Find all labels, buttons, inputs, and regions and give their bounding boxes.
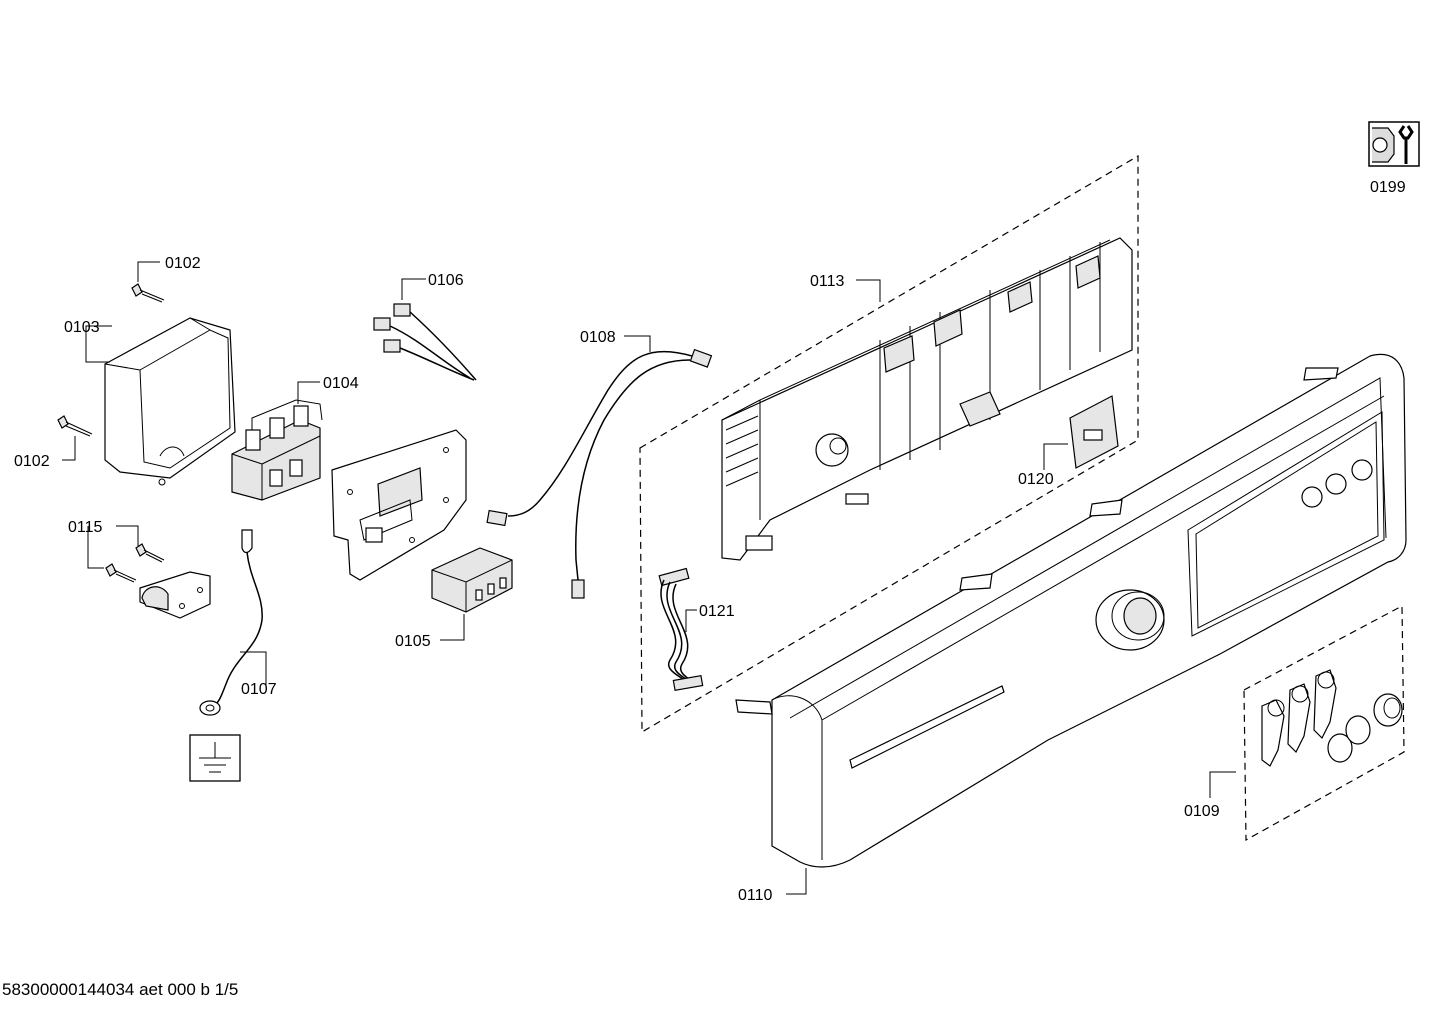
callout-0108: 0108 — [580, 329, 616, 346]
callout-0106: 0106 — [428, 272, 464, 289]
wire-harness-small — [373, 303, 477, 381]
mounting-plate — [331, 429, 467, 581]
ribbon-cable — [658, 567, 704, 692]
callout-0113: 0113 — [810, 273, 845, 290]
callout-0120: 0120 — [1018, 471, 1054, 488]
relay — [431, 547, 513, 613]
cover-box — [104, 317, 236, 486]
cable-harness — [486, 348, 713, 599]
callout-0107: 0107 — [241, 681, 277, 698]
callout-0102-bottom: 0102 — [14, 453, 50, 470]
callout-0199: 0199 — [1370, 179, 1406, 196]
front-panel — [735, 353, 1407, 868]
group-outline-electronics — [639, 154, 1139, 734]
screw-bracket-2 — [105, 563, 137, 583]
display-pcb — [1069, 395, 1119, 469]
electronic-module — [721, 237, 1133, 561]
callout-0110: 0110 — [738, 887, 773, 904]
callout-0102-top: 0102 — [165, 255, 201, 272]
wrench-icon — [1368, 121, 1420, 167]
callout-0109: 0109 — [1184, 803, 1220, 820]
document-id-footer: 58300000144034 aet 000 b 1/5 — [2, 980, 239, 999]
screw-bracket-1 — [135, 543, 165, 563]
screw-left — [57, 415, 93, 437]
bracket — [139, 571, 211, 619]
callout-0105: 0105 — [395, 633, 431, 650]
callout-0115: 0115 — [68, 519, 103, 536]
button-set — [1261, 669, 1403, 767]
group-outline-buttons — [1243, 605, 1405, 842]
callout-0103: 0103 — [64, 319, 100, 336]
callout-0104: 0104 — [323, 375, 359, 392]
ground-symbol-icon — [189, 734, 241, 782]
screw-top — [131, 283, 165, 303]
callout-0121: 0121 — [699, 603, 735, 620]
terminal-block — [231, 399, 323, 501]
earth-wire — [199, 529, 263, 716]
